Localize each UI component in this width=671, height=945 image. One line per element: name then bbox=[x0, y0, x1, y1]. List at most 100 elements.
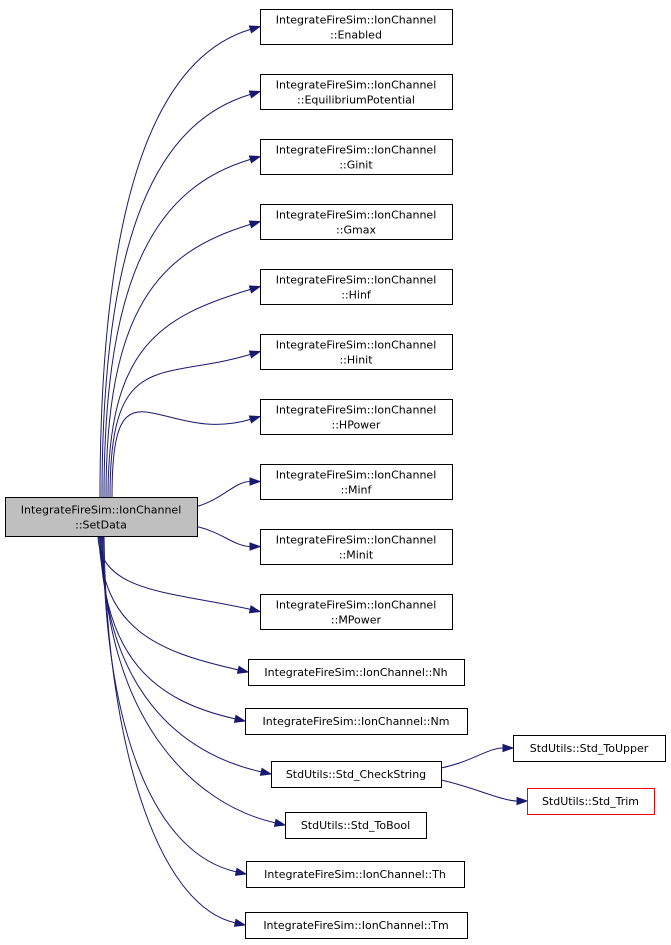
node-minit-label-line1: IntegrateFireSim::IonChannel bbox=[276, 534, 437, 547]
node-std-trim-label: StdUtils::Std_Trim bbox=[542, 795, 639, 808]
node-ginit[interactable]: IntegrateFireSim::IonChannel::Ginit bbox=[260, 139, 453, 175]
node-minf-label-line2: ::Minf bbox=[341, 484, 373, 497]
node-ginit-label-line1: IntegrateFireSim::IonChannel bbox=[276, 144, 437, 157]
edge-setdata-to-callee-9-arrowhead bbox=[248, 605, 262, 614]
edge-setdata-to-callee-7-line bbox=[196, 481, 251, 507]
edge-setdata-to-callee-3 bbox=[105, 220, 262, 498]
node-hinf-box bbox=[260, 269, 453, 305]
node-minit[interactable]: IntegrateFireSim::IonChannel::Minit bbox=[260, 529, 453, 565]
node-nm-label: IntegrateFireSim::IonChannel::Nm bbox=[263, 715, 450, 728]
edge-setdata-to-callee-7 bbox=[196, 477, 262, 507]
node-std-trim[interactable]: StdUtils::Std_Trim bbox=[527, 788, 655, 815]
node-gmax[interactable]: IntegrateFireSim::IonChannel::Gmax bbox=[260, 204, 453, 240]
edge-setdata-to-callee-2-line bbox=[103, 158, 251, 498]
node-ginit-label-line2: ::Ginit bbox=[339, 159, 373, 172]
node-std-tobool[interactable]: StdUtils::Std_ToBool bbox=[285, 812, 427, 839]
node-setdata-root[interactable]: IntegrateFireSim::IonChannel::SetData bbox=[5, 497, 198, 537]
edge-checkstring-to-secondary-1-arrowhead bbox=[516, 796, 529, 806]
edge-setdata-to-callee-8-arrowhead bbox=[249, 542, 262, 551]
node-hpower[interactable]: IntegrateFireSim::IonChannel::HPower bbox=[260, 399, 453, 435]
node-std-tobool-label: StdUtils::Std_ToBool bbox=[301, 819, 410, 832]
edge-setdata-to-callee-8 bbox=[196, 526, 262, 551]
edge-setdata-to-callee-15-line bbox=[103, 535, 236, 924]
edge-setdata-to-callee-15-arrowhead bbox=[233, 918, 247, 927]
edge-setdata-to-callee-10-arrowhead bbox=[236, 665, 250, 674]
node-std-toupper-box bbox=[513, 735, 666, 762]
edge-checkstring-to-secondary-1-line bbox=[440, 779, 518, 802]
node-nh-label: IntegrateFireSim::IonChannel::Nh bbox=[264, 666, 447, 679]
node-hinf-label-line2: ::Hinf bbox=[341, 289, 372, 302]
edge-checkstring-to-secondary-0-arrowhead bbox=[502, 743, 515, 753]
node-nm[interactable]: IntegrateFireSim::IonChannel::Nm bbox=[245, 708, 468, 735]
edge-setdata-to-callee-6 bbox=[111, 411, 262, 498]
edge-checkstring-to-secondary-0-line bbox=[440, 747, 504, 769]
edge-setdata-to-callee-15 bbox=[103, 535, 247, 927]
node-minit-label-line2: ::Minit bbox=[339, 549, 374, 562]
edge-setdata-to-callee-5 bbox=[109, 350, 262, 498]
node-mpower-label-line1: IntegrateFireSim::IonChannel bbox=[276, 599, 437, 612]
node-tm-box bbox=[245, 912, 468, 939]
node-hinf[interactable]: IntegrateFireSim::IonChannel::Hinf bbox=[260, 269, 453, 305]
node-ginit-box bbox=[260, 139, 453, 175]
edge-setdata-to-callee-3-arrowhead bbox=[248, 220, 262, 229]
node-minf-box bbox=[260, 464, 453, 500]
node-std-checkstring[interactable]: StdUtils::Std_CheckString bbox=[271, 761, 442, 788]
node-hinit-box bbox=[260, 334, 453, 370]
node-hinit-label-line2: ::Hinit bbox=[339, 354, 373, 367]
node-tm-label: IntegrateFireSim::IonChannel::Tm bbox=[263, 919, 448, 932]
edge-setdata-to-callee-4 bbox=[107, 285, 262, 498]
node-equilibrium-potential-label-line2: ::EquilibriumPotential bbox=[297, 94, 415, 107]
node-tm[interactable]: IntegrateFireSim::IonChannel::Tm bbox=[245, 912, 468, 939]
edge-setdata-to-callee-0-line bbox=[99, 28, 251, 498]
node-gmax-box bbox=[260, 204, 453, 240]
node-hpower-label-line2: ::HPower bbox=[332, 419, 381, 432]
node-nm-box bbox=[245, 708, 468, 735]
node-mpower-label-line2: ::MPower bbox=[331, 614, 382, 627]
node-hinit-label-line1: IntegrateFireSim::IonChannel bbox=[276, 339, 437, 352]
node-equilibrium-potential-box bbox=[260, 74, 453, 110]
node-th-label: IntegrateFireSim::IonChannel::Th bbox=[264, 868, 446, 881]
node-hinit[interactable]: IntegrateFireSim::IonChannel::Hinit bbox=[260, 334, 453, 370]
node-minf[interactable]: IntegrateFireSim::IonChannel::Minf bbox=[260, 464, 453, 500]
node-nh-box bbox=[248, 659, 465, 686]
edge-setdata-to-callee-12-arrowhead bbox=[259, 767, 273, 776]
edge-setdata-to-callee-14-line bbox=[102, 535, 237, 873]
node-enabled-box bbox=[260, 9, 453, 45]
edge-setdata-to-callee-5-line bbox=[109, 353, 251, 498]
node-equilibrium-potential-label-line1: IntegrateFireSim::IonChannel bbox=[276, 79, 437, 92]
edge-layer bbox=[97, 25, 529, 927]
edge-setdata-to-callee-6-arrowhead bbox=[248, 415, 262, 424]
node-th-box bbox=[246, 861, 465, 888]
node-gmax-label-line2: ::Gmax bbox=[336, 224, 376, 237]
node-mpower[interactable]: IntegrateFireSim::IonChannel::MPower bbox=[260, 594, 453, 630]
edge-setdata-to-callee-13 bbox=[101, 535, 287, 827]
edge-setdata-to-callee-1-line bbox=[101, 93, 251, 498]
node-nh[interactable]: IntegrateFireSim::IonChannel::Nh bbox=[248, 659, 465, 686]
edge-setdata-to-callee-13-arrowhead bbox=[273, 818, 287, 827]
node-std-toupper[interactable]: StdUtils::Std_ToUpper bbox=[513, 735, 666, 762]
edge-setdata-to-callee-11-line bbox=[99, 535, 236, 720]
node-std-checkstring-label: StdUtils::Std_CheckString bbox=[286, 768, 426, 781]
node-std-checkstring-box bbox=[271, 761, 442, 788]
node-mpower-box bbox=[260, 594, 453, 630]
edge-setdata-to-callee-1 bbox=[101, 90, 262, 498]
edge-setdata-to-callee-0 bbox=[99, 25, 262, 498]
node-th[interactable]: IntegrateFireSim::IonChannel::Th bbox=[246, 861, 465, 888]
edge-setdata-to-callee-9-line bbox=[97, 535, 251, 610]
edge-setdata-to-callee-2 bbox=[103, 155, 262, 498]
edge-setdata-to-callee-3-line bbox=[105, 223, 251, 498]
edge-setdata-to-callee-11 bbox=[99, 535, 247, 723]
edge-checkstring-to-secondary-0 bbox=[440, 743, 515, 769]
node-setdata-root-label-line1: IntegrateFireSim::IonChannel bbox=[21, 504, 182, 517]
node-equilibrium-potential[interactable]: IntegrateFireSim::IonChannel::Equilibriu… bbox=[260, 74, 453, 110]
edge-setdata-to-callee-1-arrowhead bbox=[248, 90, 262, 99]
edge-checkstring-to-secondary-1 bbox=[440, 779, 529, 806]
node-std-tobool-box bbox=[285, 812, 427, 839]
edge-setdata-to-callee-4-arrowhead bbox=[248, 285, 262, 294]
edge-setdata-to-callee-14-arrowhead bbox=[234, 867, 248, 876]
edge-setdata-to-callee-4-line bbox=[107, 288, 251, 498]
node-enabled[interactable]: IntegrateFireSim::IonChannel::Enabled bbox=[260, 9, 453, 45]
edge-setdata-to-callee-2-arrowhead bbox=[248, 155, 262, 164]
edge-setdata-to-callee-0-arrowhead bbox=[248, 25, 262, 34]
